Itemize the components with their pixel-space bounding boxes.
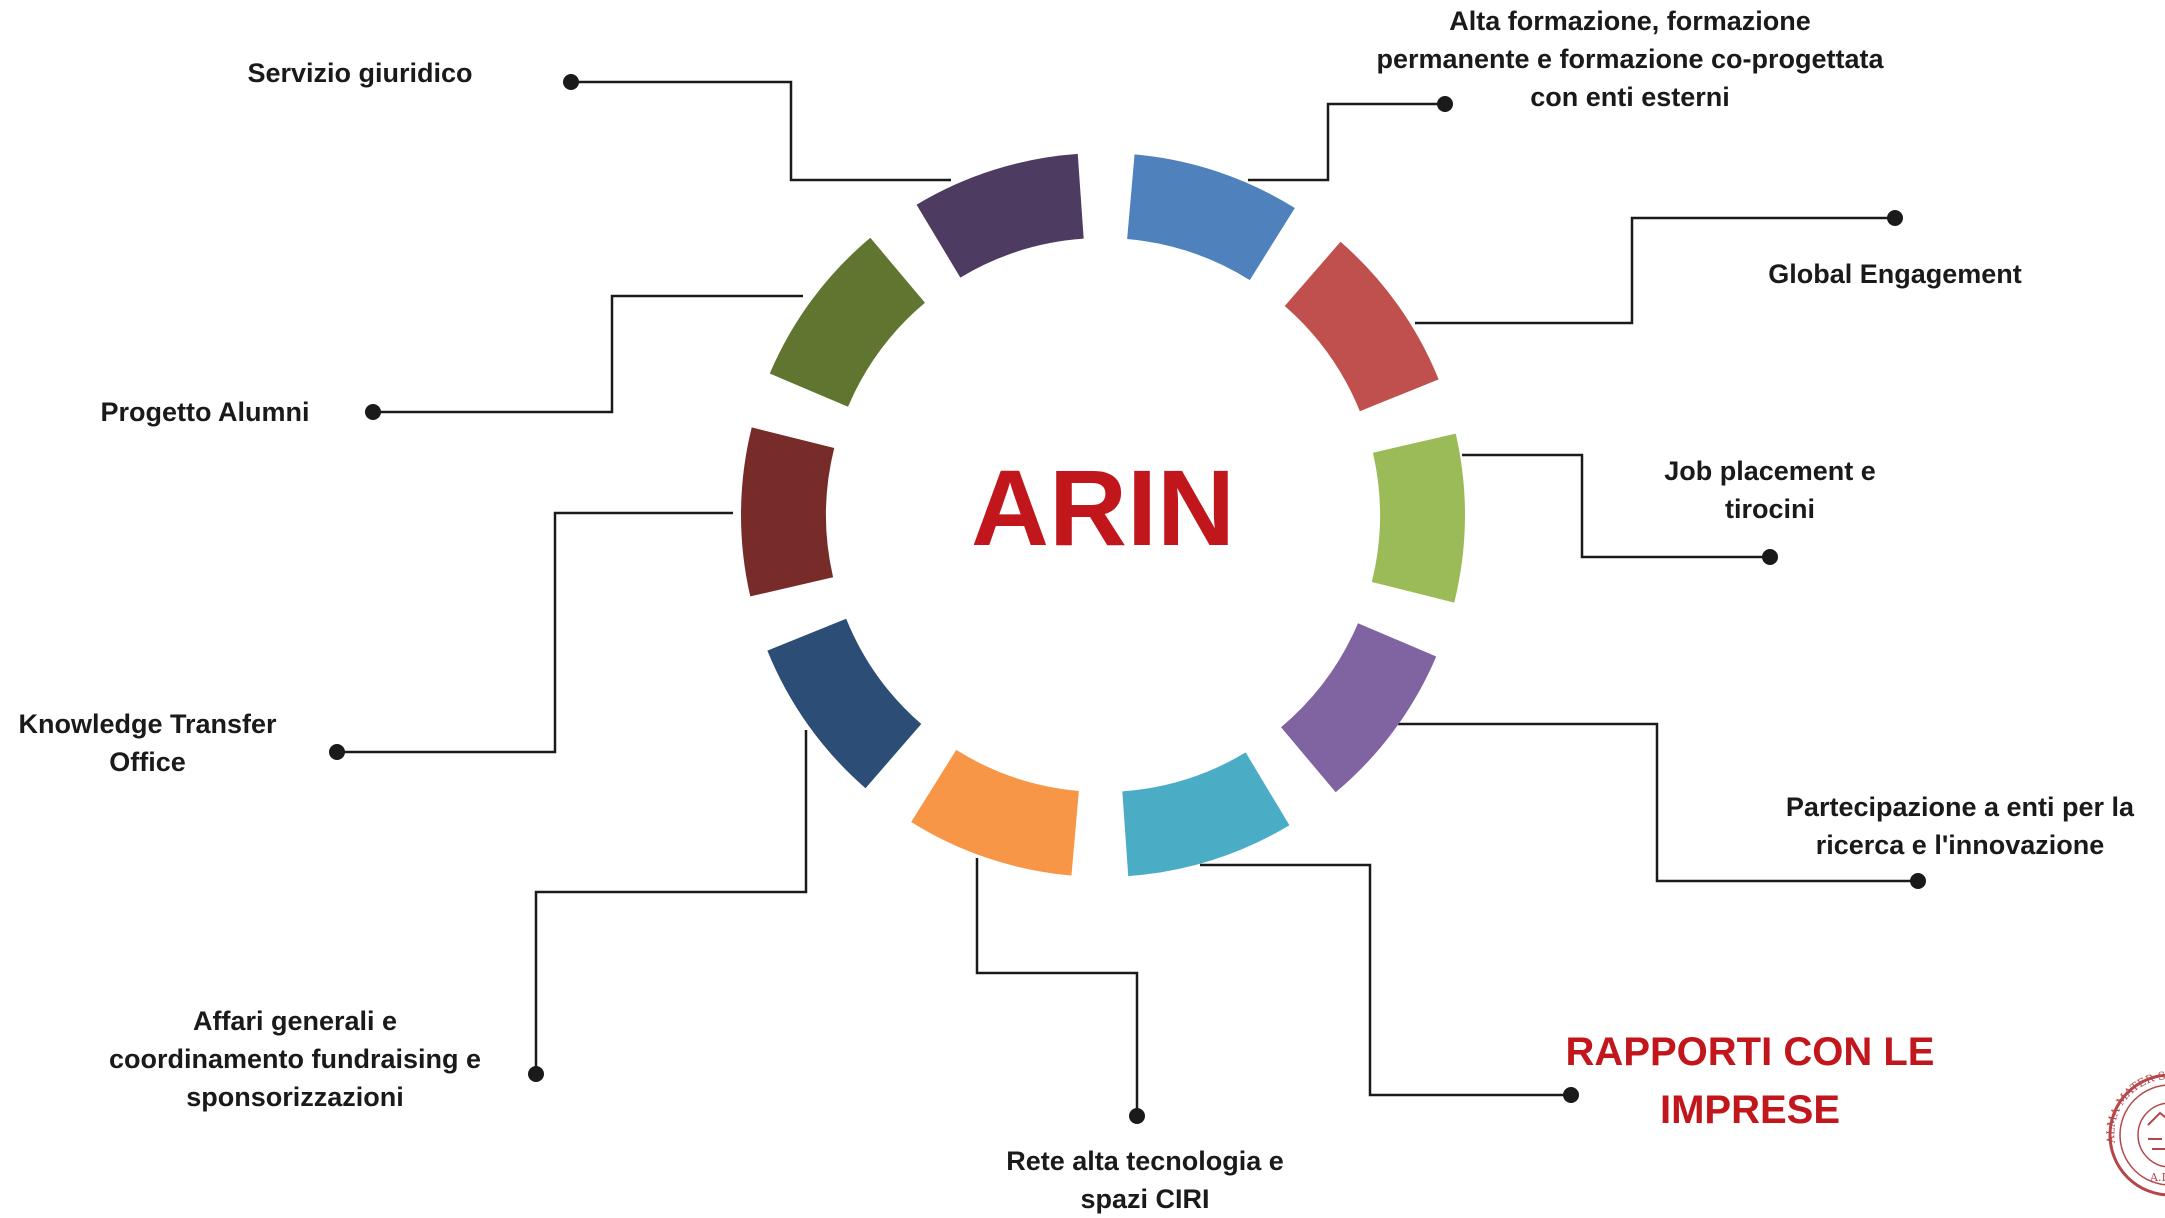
connector-dot-alta-formazione [1437,96,1453,112]
connector-dot-rete-alta-tecnologia [1129,1108,1145,1124]
ring-segment-servizio-giuridico [916,153,1084,278]
label-affari-generali: Affari generali e coordinamento fundrais… [108,1006,482,1112]
connector-affari-generali [534,730,808,1074]
label-job-placement: Job placement e tirocini [1664,456,1876,524]
ring-segment-rapporti-imprese [1122,752,1290,877]
connector-rapporti-imprese [1200,863,1571,1097]
connector-dot-job-placement [1762,549,1778,565]
ring-segment-global-engagement [1284,241,1439,412]
connector-global-engagement [1415,216,1895,325]
label-rapporti-imprese: RAPPORTI CON LE IMPRESE [1565,1030,1935,1132]
ring-segment-knowledge-transfer [740,427,835,597]
connector-partecipazione-enti [1398,722,1918,883]
connector-progetto-alumni [373,294,803,414]
svg-text:ALMA MATER STUDIORUM: ALMA MATER STUDIORUM [2104,1069,2165,1145]
connector-alta-formazione [1248,102,1445,182]
label-knowledge-transfer: Knowledge Transfer Office [18,709,277,777]
segment-ring [740,153,1465,877]
ring-segment-affari-generali [767,618,922,789]
connector-job-placement [1462,453,1770,559]
ring-segment-rete-alta-tecnologia [911,749,1079,876]
label-alta-formazione: Alta formazione, formazione permanente e… [1376,6,1884,112]
label-progetto-alumni: Progetto Alumni [100,397,310,427]
ring-segment-job-placement [1371,433,1465,603]
label-rete-alta-tecnologia: Rete alta tecnologia e spazi CIRI [1006,1146,1284,1214]
connector-dot-rapporti-imprese [1563,1087,1579,1103]
ring-segment-alta-formazione [1127,154,1295,281]
ring-segment-progetto-alumni [769,237,925,407]
connector-rete-alta-tecnologia [975,858,1139,1116]
university-seal-logo: ALMA MATER STUDIORUM A.D. [2104,1069,2165,1197]
connector-lines [329,74,1926,1124]
svg-text:A.D.: A.D. [2149,1171,2165,1184]
label-partecipazione-enti: Partecipazione a enti per la ricerca e l… [1785,792,2135,860]
connector-knowledge-transfer [337,511,733,754]
ring-segment-partecipazione-enti [1281,623,1437,793]
connector-dot-knowledge-transfer [329,744,345,760]
connector-dot-partecipazione-enti [1910,873,1926,889]
connector-servizio-giuridico [571,80,951,182]
center-title: ARIN [971,447,1235,568]
connector-dot-progetto-alumni [365,404,381,420]
connector-dot-affari-generali [528,1066,544,1082]
connector-dot-servizio-giuridico [563,74,579,90]
label-global-engagement: Global Engagement [1768,259,2022,289]
connector-dot-global-engagement [1887,210,1903,226]
label-servizio-giuridico: Servizio giuridico [247,58,473,88]
